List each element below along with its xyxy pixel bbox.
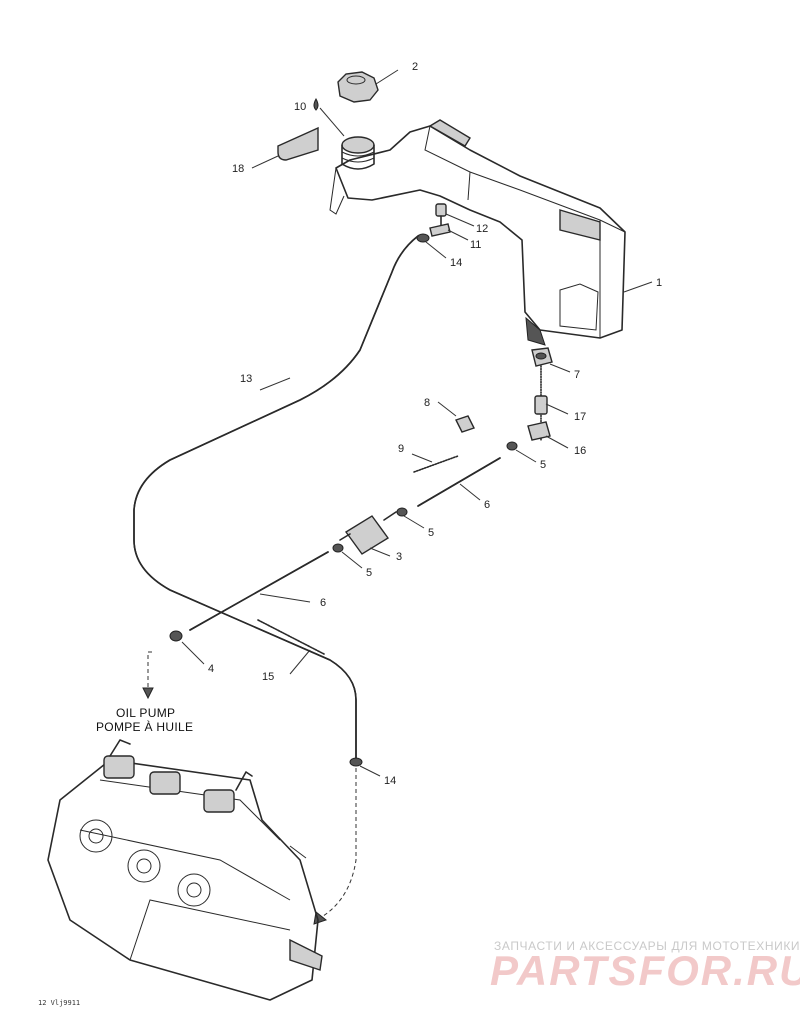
- filler-neck: [341, 136, 375, 170]
- leader-lines: [181, 69, 653, 777]
- clamp-5-a: [506, 441, 518, 451]
- callout-14b: 14: [384, 775, 396, 787]
- hose-sleeve-17: [534, 395, 548, 415]
- engine-block: [47, 739, 323, 1001]
- oil-pump-label-fr: POMPE À HUILE: [96, 719, 193, 734]
- tank-cap: [337, 71, 379, 103]
- callout-7: 7: [574, 369, 580, 381]
- clamp-4: [169, 630, 183, 642]
- callout-10: 10: [294, 101, 306, 113]
- callout-5c: 5: [366, 567, 372, 579]
- routing-line-engine: [319, 768, 357, 919]
- callout-6a: 6: [484, 499, 490, 511]
- hose-6-lower: [189, 551, 329, 631]
- callout-12: 12: [476, 223, 488, 235]
- callout-numbers: 1 2 10 18 12 11 14 7 17 16 5 8 9 6 5 3 5…: [208, 61, 662, 787]
- callout-15: 15: [262, 671, 274, 683]
- oil-pump-label-en: OIL PUMP: [116, 706, 175, 720]
- callout-18: 18: [232, 163, 244, 175]
- callout-14a: 14: [450, 257, 462, 269]
- check-valve-7: [531, 347, 553, 367]
- watermark-tagline: ЗАПЧАСТИ И АКСЕССУАРЫ ДЛЯ МОТОТЕХНИКИ: [494, 939, 800, 953]
- watermark-brand: PARTSFOR.RU: [490, 947, 800, 994]
- fitting-12: [435, 203, 447, 227]
- callout-1: 1: [656, 277, 662, 289]
- routing-line-pump: [147, 651, 152, 690]
- figure-reference: 12 Vlj9911: [38, 999, 80, 1007]
- clamp-5-b: [396, 507, 408, 517]
- arrow-down-icon: [142, 687, 154, 700]
- oil-drop-icon: [313, 97, 319, 111]
- callout-11: 11: [470, 239, 481, 251]
- spring-9: [413, 455, 459, 473]
- clamp-14-bottom: [349, 757, 363, 767]
- callout-9: 9: [398, 443, 404, 455]
- callout-5a: 5: [540, 459, 546, 471]
- callout-8: 8: [424, 397, 430, 409]
- callout-4: 4: [208, 663, 214, 675]
- connector-8: [455, 415, 475, 433]
- protective-sleeve-15: [257, 619, 325, 655]
- label-sticker: [277, 126, 319, 161]
- callout-2: 2: [412, 61, 418, 73]
- hose-6-upper: [417, 457, 501, 507]
- tee-fitting-16: [527, 421, 551, 441]
- clamp-14-top: [416, 233, 430, 243]
- callout-17: 17: [574, 411, 586, 423]
- callout-13: 13: [240, 373, 252, 385]
- clamp-5-c: [332, 543, 344, 553]
- callout-16: 16: [574, 445, 586, 457]
- oil-tank: [329, 119, 626, 346]
- callout-6b: 6: [320, 597, 326, 609]
- callout-5b: 5: [428, 527, 434, 539]
- oil-filter-3: [339, 511, 397, 555]
- callout-3: 3: [396, 551, 402, 563]
- tee-fitting-11: [429, 223, 451, 237]
